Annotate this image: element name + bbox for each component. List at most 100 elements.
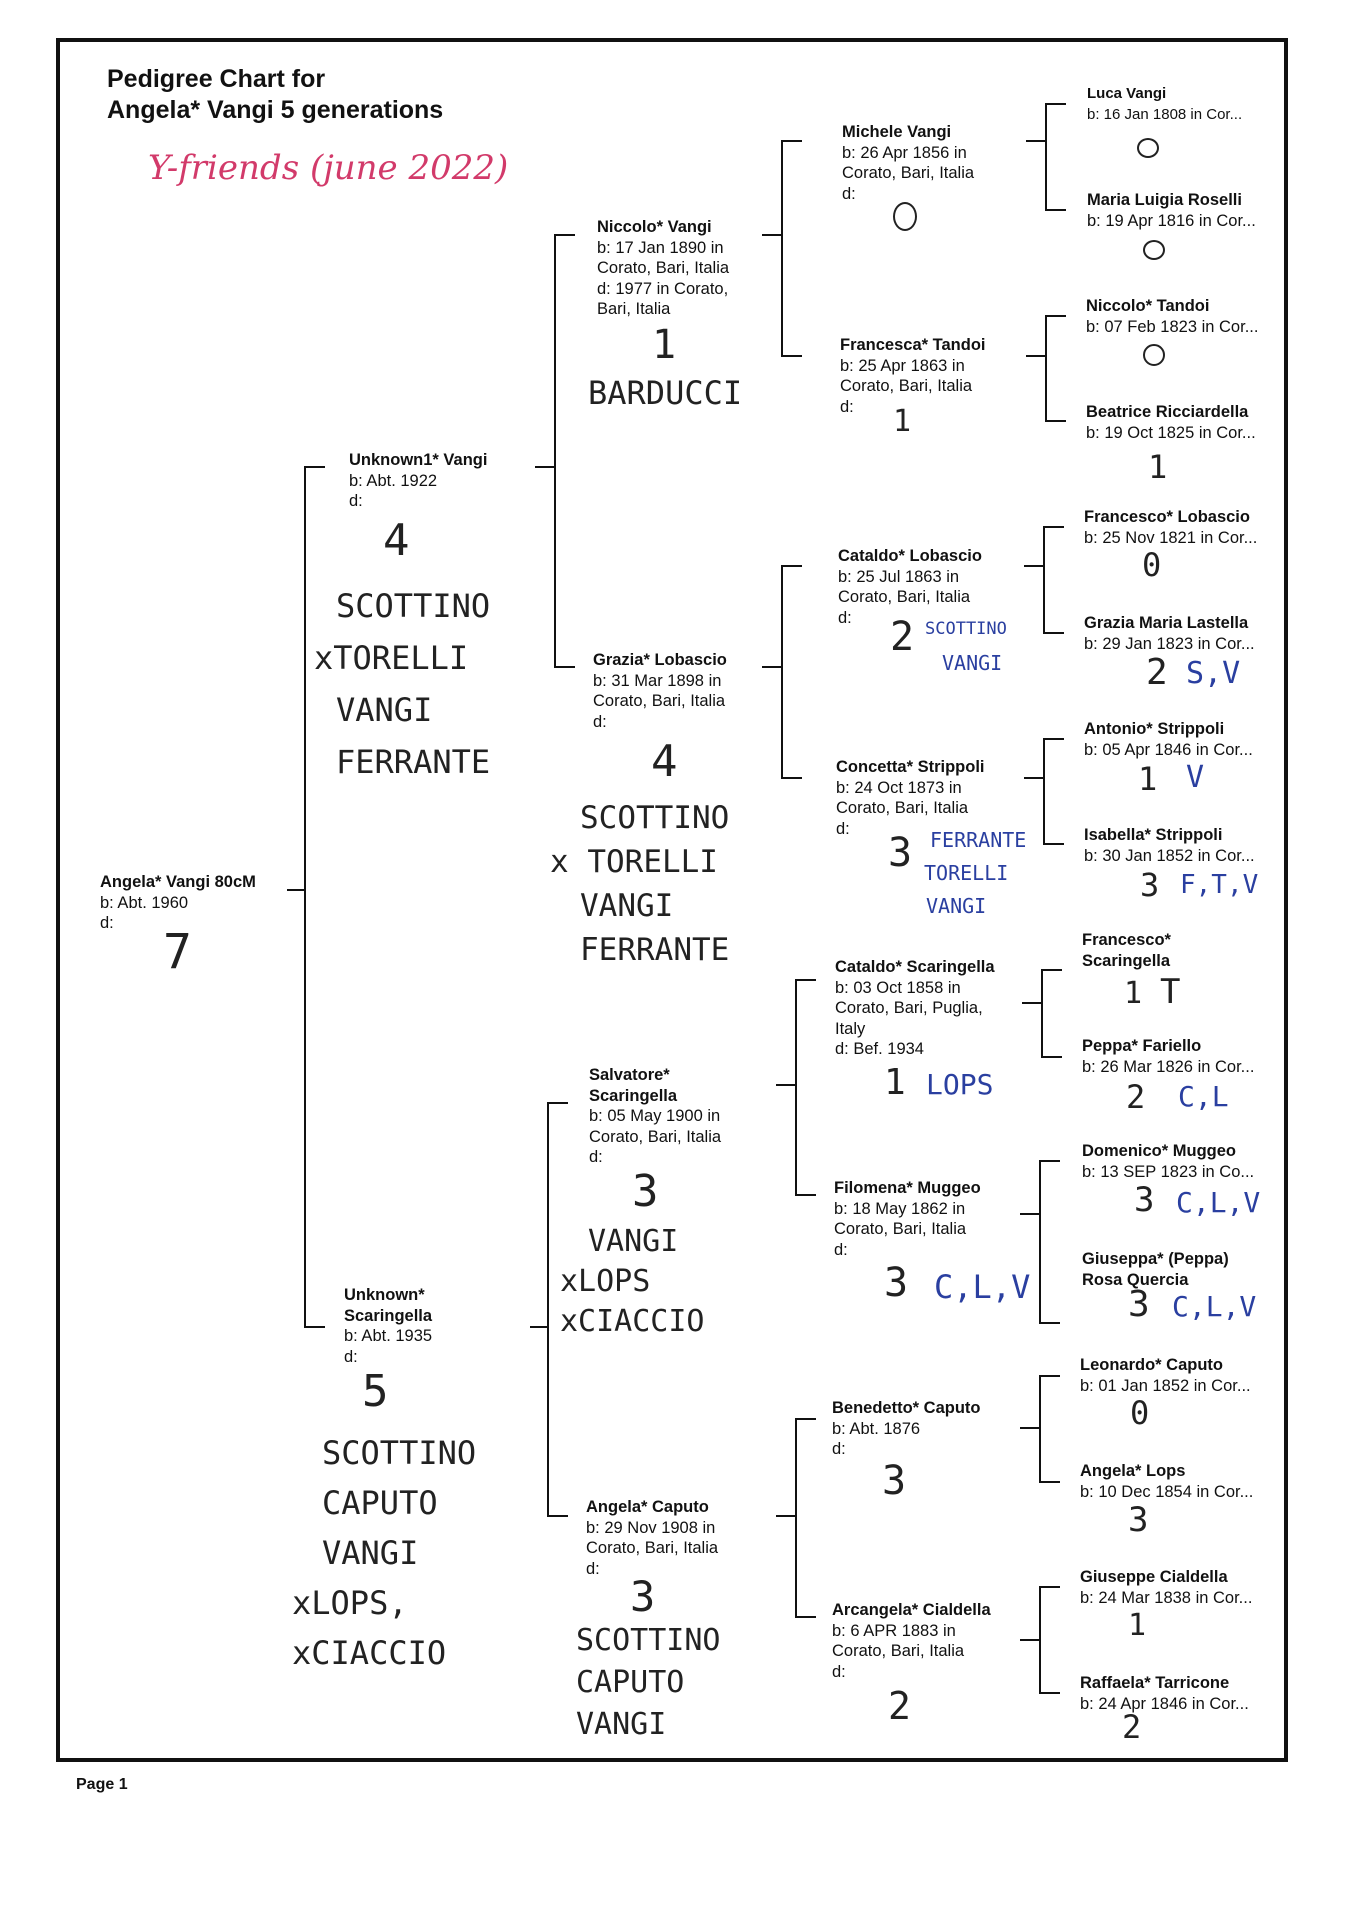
- person-card: Peppa* Fariello b: 26 Mar 1826 in Cor...: [1082, 1036, 1254, 1077]
- person-name: Benedetto* Caputo: [832, 1399, 981, 1417]
- handwritten-count: 1: [1128, 1608, 1147, 1643]
- handwritten-count: 3: [632, 1166, 659, 1217]
- person-birth: b: 26 Apr 1856 in: [842, 143, 967, 162]
- person-card: Luca Vangi b: 16 Jan 1808 in Cor...: [1087, 84, 1242, 125]
- person-birth: b: 03 Oct 1858 in: [835, 978, 961, 997]
- handwritten-surnames: SCOTTINO VANGI: [925, 612, 1007, 680]
- handwritten-count: 7: [163, 924, 192, 980]
- person-card: Cataldo* Scaringella b: 03 Oct 1858 in C…: [835, 957, 995, 1060]
- person-card: Concetta* Strippoli b: 24 Oct 1873 in Co…: [836, 757, 985, 839]
- handwritten-count: 3: [1128, 1500, 1149, 1540]
- person-birth: b: 24 Mar 1838 in Cor...: [1080, 1588, 1253, 1607]
- handwritten-count: 3: [1134, 1180, 1155, 1220]
- handwritten-count: 1: [1138, 760, 1158, 798]
- person-birth: b: Abt. 1922: [349, 471, 438, 490]
- person-birth: b: 05 May 1900 in: [589, 1107, 721, 1125]
- person-name: Isabella* Strippoli: [1084, 826, 1223, 844]
- person-birth-place: Corato, Bari, Italia: [840, 377, 973, 395]
- person-name: Antonio* Strippoli: [1084, 720, 1225, 738]
- person-birth-place: Italy: [835, 1019, 866, 1038]
- person-card: Grazia Maria Lastella b: 29 Jan 1823 in …: [1084, 613, 1255, 654]
- surname-note: VANGI: [580, 888, 674, 924]
- person-death: d:: [832, 1662, 846, 1681]
- surname-note: xLOPS: [560, 1264, 651, 1299]
- handwritten-count: 4: [383, 515, 410, 566]
- handwritten-surnames: VANGI xLOPS xCIACCIO: [560, 1222, 705, 1342]
- person-death: d:: [593, 712, 607, 731]
- surname-note: TORELLI: [924, 861, 1009, 885]
- person-name: Michele Vangi: [842, 123, 952, 141]
- handwritten-surnames: SCOTTINO CAPUTO VANGI: [576, 1620, 721, 1746]
- surname-note: BARDUCCI: [588, 374, 743, 412]
- person-card: Angela* Caputo b: 29 Nov 1908 in Corato,…: [586, 1497, 718, 1579]
- person-birth: b: 10 Dec 1854 in Cor...: [1080, 1482, 1254, 1501]
- person-name: Unknown*: [344, 1286, 425, 1304]
- surname-note: VANGI: [576, 1707, 667, 1742]
- person-card: Unknown* Scaringella b: Abt. 1935 d:: [344, 1285, 432, 1367]
- handwritten-count: 3: [888, 830, 913, 876]
- person-card: Antonio* Strippoli b: 05 Apr 1846 in Cor…: [1084, 719, 1253, 760]
- surname-note: VANGI: [588, 1224, 679, 1259]
- person-name: Angela* Lops: [1080, 1462, 1186, 1480]
- person-card: Filomena* Muggeo b: 18 May 1862 in Corat…: [834, 1178, 981, 1260]
- surname-note: T: [1160, 972, 1181, 1012]
- handwritten-count: 3: [1140, 866, 1160, 904]
- zero-circle-icon: [1143, 344, 1165, 366]
- person-card: Giuseppa* (Peppa) Rosa Quercia: [1082, 1249, 1229, 1290]
- person-birth-place: Corato, Bari, Italia: [586, 1539, 719, 1557]
- surname-note: C,L,V: [934, 1268, 1031, 1306]
- surname-note: xCIACCIO: [560, 1304, 705, 1339]
- handwritten-count: 1: [1124, 976, 1143, 1011]
- handwritten-count: 1: [884, 1062, 906, 1103]
- surname-note: F,T,V: [1180, 870, 1259, 900]
- surname-note: SCOTTINO: [576, 1623, 721, 1658]
- handwritten-count: 2: [1146, 652, 1168, 693]
- handwritten-surnames: SCOTTINO CAPUTO VANGI xLOPS, xCIACCIO: [292, 1428, 477, 1678]
- handwritten-count: 0: [1130, 1394, 1150, 1432]
- person-death: d: 1977 in Corato,: [597, 279, 729, 298]
- person-name: Grazia Maria Lastella: [1084, 614, 1249, 632]
- surname-note: VANGI: [926, 894, 987, 918]
- person-name: Cataldo* Scaringella: [835, 958, 995, 976]
- surname-note: SCOTTINO: [925, 619, 1007, 639]
- person-card: Angela* Lops b: 10 Dec 1854 in Cor...: [1080, 1461, 1253, 1502]
- person-name: Francesca* Tandoi: [840, 336, 986, 354]
- handwritten-count: 1: [652, 322, 677, 368]
- handwritten-count: 3: [884, 1260, 909, 1306]
- person-birth-place: Corato, Bari, Italia: [842, 164, 975, 182]
- person-birth-place: Corato, Bari, Italia: [589, 1127, 722, 1146]
- person-birth: b: 30 Jan 1852 in Cor...: [1084, 846, 1255, 865]
- person-birth: b: Abt. 1935: [344, 1327, 433, 1345]
- person-name: Niccolo* Tandoi: [1086, 297, 1210, 315]
- surname-note: FERRANTE: [336, 743, 491, 781]
- person-name: Grazia* Lobascio: [593, 651, 727, 669]
- person-birth: b: 17 Jan 1890 in: [597, 238, 724, 257]
- surname-note: xTORELLI: [314, 639, 469, 677]
- person-name: Giuseppa* (Peppa): [1082, 1250, 1229, 1268]
- person-birth: b: 01 Jan 1852 in Cor...: [1080, 1376, 1251, 1395]
- person-card: Francesco* Scaringella: [1082, 930, 1171, 971]
- chart-frame: [56, 38, 1288, 1762]
- person-card: Francesco* Lobascio b: 25 Nov 1821 in Co…: [1084, 507, 1257, 548]
- person-birth: b: 05 Apr 1846 in Cor...: [1084, 740, 1253, 759]
- person-card: Grazia* Lobascio b: 31 Mar 1898 in Corat…: [593, 650, 727, 732]
- person-birth: b: 18 May 1862 in: [834, 1199, 966, 1218]
- person-death: d:: [349, 492, 363, 510]
- person-name: Francesco* Lobascio: [1084, 508, 1250, 526]
- person-name: Scaringella: [589, 1086, 678, 1105]
- person-card: Maria Luigia Roselli b: 19 Apr 1816 in C…: [1087, 190, 1256, 231]
- surname-note: VANGI: [336, 691, 433, 729]
- handwritten-count: 2: [888, 1684, 911, 1728]
- person-birth-place: Corato, Bari, Italia: [832, 1642, 965, 1660]
- surname-note: xLOPS,: [292, 1584, 408, 1622]
- handwritten-count: 2: [890, 614, 915, 660]
- person-birth-place: Corato, Bari, Italia: [834, 1220, 967, 1238]
- person-death: d:: [832, 1440, 846, 1458]
- person-death: d:: [100, 914, 114, 932]
- person-name: Cataldo* Lobascio: [838, 547, 982, 565]
- person-card: Benedetto* Caputo b: Abt. 1876 d:: [832, 1398, 981, 1460]
- handwritten-count: 2: [1126, 1078, 1146, 1116]
- surname-note: SCOTTINO: [322, 1434, 477, 1472]
- person-name: Giuseppe Cialdella: [1080, 1568, 1228, 1586]
- person-death: d:: [589, 1148, 603, 1166]
